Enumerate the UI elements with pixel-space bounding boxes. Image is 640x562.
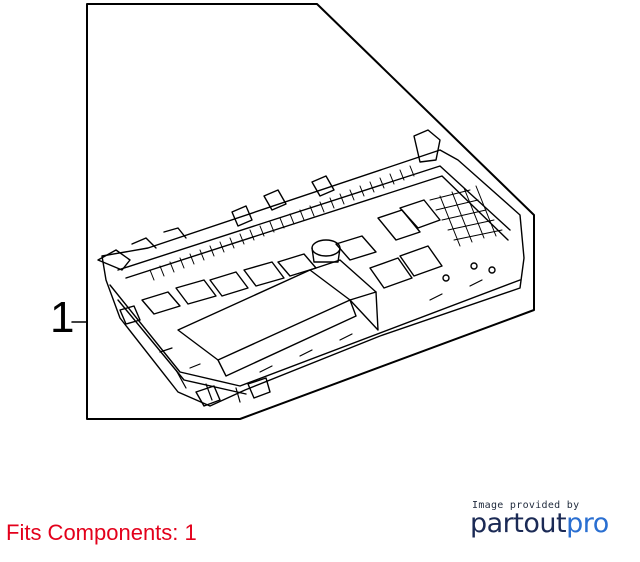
logo-out-text: out <box>523 508 567 539</box>
part-illustration <box>71 3 535 420</box>
callout-number[interactable]: 1 <box>50 293 75 342</box>
fuse-box-assembly <box>97 129 525 407</box>
callout-frame <box>86 3 535 420</box>
logo-pro-text: pro <box>566 508 609 539</box>
fits-components-text: Fits Components: 1 <box>6 520 197 545</box>
image-credit-label: Image provided by <box>472 500 580 511</box>
logo-part-text: part <box>470 508 524 539</box>
partoutpro-logo: partoutpro <box>470 508 609 540</box>
